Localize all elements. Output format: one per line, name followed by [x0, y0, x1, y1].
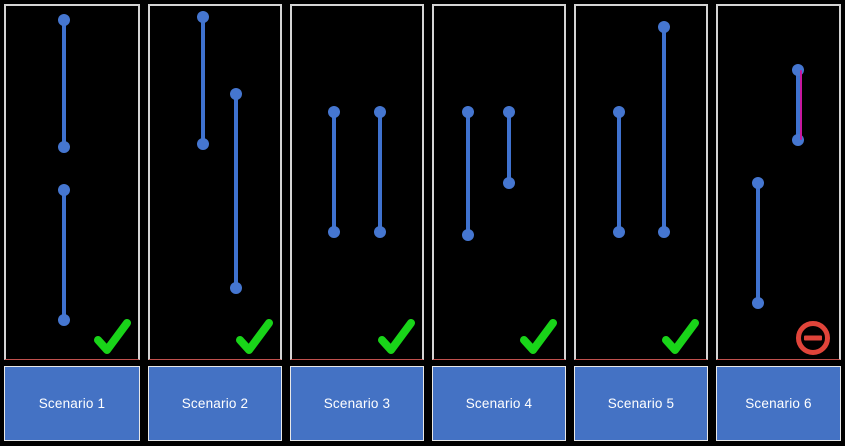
plot-area-scenario-5	[574, 4, 708, 360]
scenario-3-segment-a-marker-bottom	[327, 225, 340, 238]
scenario-5-segment-b-line	[662, 27, 667, 232]
green-check-icon	[376, 319, 416, 357]
panel-scenario-2: Scenario 2	[144, 0, 286, 446]
scenario-4-segment-a-marker-bottom	[461, 229, 474, 242]
scenario-6-segment-a-marker-bottom	[751, 296, 764, 309]
green-check-icon	[234, 319, 274, 357]
scenario-1-segment-b-line	[62, 189, 67, 321]
scenario-3-segment-b-marker-bottom	[374, 225, 387, 238]
panel-scenario-4: Scenario 4	[428, 0, 570, 446]
scenario-2-segment-a-line	[201, 16, 206, 144]
scenario-1-segment-b-marker-bottom	[58, 314, 71, 327]
scenario-4-segment-b-marker-top	[503, 105, 516, 118]
panel-label-scenario-6[interactable]: Scenario 6	[716, 366, 841, 441]
scenario-4-segment-b-marker-bottom	[503, 176, 516, 189]
scenario-4-segment-a-marker-top	[461, 105, 474, 118]
panel-label-scenario-5[interactable]: Scenario 5	[574, 366, 708, 441]
scenario-4-segment-b-line	[507, 111, 512, 183]
plot-area-scenario-1	[4, 4, 140, 360]
panel-scenario-1: Scenario 1	[0, 0, 144, 446]
green-check-icon	[660, 319, 700, 357]
green-check-icon	[92, 319, 132, 357]
panel-scenario-3: Scenario 3	[286, 0, 428, 446]
scenario-3-segment-a-marker-top	[327, 105, 340, 118]
plot-area-scenario-4	[432, 4, 566, 360]
scenario-2-segment-b-marker-bottom	[229, 282, 242, 295]
scenario-2-segment-a-marker-bottom	[197, 137, 210, 150]
scenario-4-segment-a-line	[465, 111, 470, 236]
scenario-6-segment-b-marker-bottom	[791, 134, 804, 147]
scenario-3-segment-b-line	[378, 111, 383, 232]
scenario-1-segment-a-marker-bottom	[58, 141, 71, 154]
scenario-6-segment-b-alt-line	[800, 69, 803, 141]
red-no-entry-icon	[793, 319, 833, 357]
scenario-5-segment-a-line	[616, 111, 621, 232]
scenario-5-segment-a-marker-top	[612, 105, 625, 118]
scenario-1-segment-a-line	[62, 20, 67, 148]
scenario-2-segment-a-marker-top	[197, 10, 210, 23]
plot-area-scenario-3	[290, 4, 424, 360]
plot-area-scenario-2	[148, 4, 282, 360]
panel-label-scenario-2[interactable]: Scenario 2	[148, 366, 282, 441]
scenario-6-segment-a-line	[755, 182, 760, 303]
panel-label-scenario-1[interactable]: Scenario 1	[4, 366, 140, 441]
panel-scenario-6: Scenario 6	[712, 0, 845, 446]
scenario-5-segment-b-marker-top	[658, 21, 671, 34]
scenario-2-segment-b-marker-top	[229, 88, 242, 101]
scenario-1-segment-a-marker-top	[58, 14, 71, 27]
scenario-6-segment-b-line	[795, 69, 800, 141]
scenario-6-segment-b-marker-top	[791, 63, 804, 76]
scenario-3-segment-a-line	[331, 111, 336, 232]
panel-label-scenario-3[interactable]: Scenario 3	[290, 366, 424, 441]
panel-label-scenario-4[interactable]: Scenario 4	[432, 366, 566, 441]
scenario-3-segment-b-marker-top	[374, 105, 387, 118]
scenario-2-segment-b-line	[233, 94, 238, 289]
green-check-icon	[518, 319, 558, 357]
scenario-5-segment-a-marker-bottom	[612, 225, 625, 238]
plot-area-scenario-6	[716, 4, 841, 360]
scenario-1-segment-b-marker-top	[58, 183, 71, 196]
scenario-5-segment-b-marker-bottom	[658, 225, 671, 238]
scenario-6-segment-a-marker-top	[751, 176, 764, 189]
panel-scenario-5: Scenario 5	[570, 0, 712, 446]
